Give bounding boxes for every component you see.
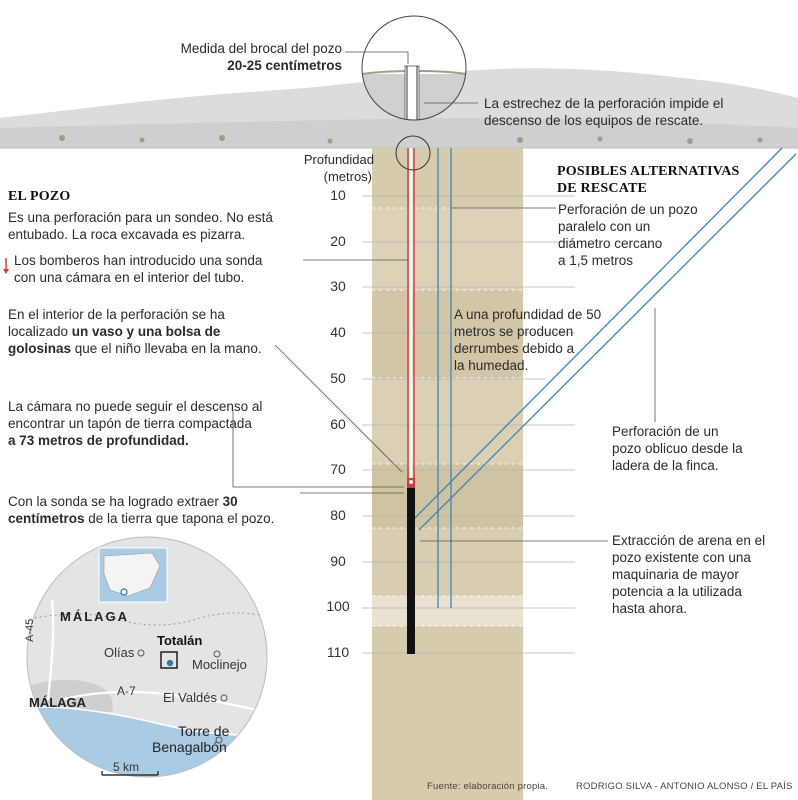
- source-credit: Fuente: elaboración propia.: [427, 781, 549, 792]
- map-province-label: MÁLAGA: [60, 609, 130, 624]
- location-map: [26, 536, 268, 778]
- map-city-label: MÁLAGA: [29, 695, 87, 710]
- soil-column: [372, 148, 523, 800]
- objects-found-note: En el interior de la perforación se ha l…: [8, 307, 262, 356]
- wellhead-marker: [395, 135, 431, 171]
- map-moclinejo-label: Moclinejo: [192, 657, 247, 672]
- shrubs: [59, 135, 763, 144]
- depth-tick-10: 10: [330, 187, 346, 203]
- leader-lines: [232, 51, 656, 542]
- depth-tick-70: 70: [330, 461, 346, 477]
- parallel-well-note: Perforación de un pozo paralelo con un d…: [558, 202, 698, 268]
- depth-tick-90: 90: [330, 553, 346, 569]
- el-pozo-heading: EL POZO: [8, 189, 71, 204]
- map-scale-label: 5 km: [113, 760, 140, 774]
- depth-gridlines: [362, 195, 575, 654]
- borehole: [407, 148, 415, 654]
- totalan-frame: [160, 651, 178, 669]
- collapse-note: A una profundidad de 50 metros se produc…: [454, 307, 602, 373]
- earth-extracted-note: Con la sonda se ha logrado extraer 30 ce…: [8, 494, 275, 526]
- oblique-well: [412, 147, 797, 531]
- depth-axis-title: Profundidad (metros): [303, 152, 374, 184]
- map-elvaldes-label: El Valdés: [163, 690, 217, 705]
- oblique-well-note: Perforación de un pozo oblicuo desde la …: [612, 424, 743, 473]
- earth-plug: [407, 488, 415, 654]
- parallel-well: [437, 148, 452, 608]
- map-road-a7: A-7: [117, 684, 136, 698]
- depth-tick-40: 40: [330, 324, 346, 340]
- depth-tick-30: 30: [330, 278, 346, 294]
- alternatives-heading: POSIBLES ALTERNATIVAS DE RESCATE: [557, 164, 740, 196]
- brocal-label: Medida del brocal del pozo 20-25 centíme…: [180, 41, 342, 73]
- well-location-dot: [166, 659, 174, 667]
- sand-extraction-note: Extracción de arena en el pozo existente…: [612, 533, 766, 616]
- author-credits: RODRIGO SILVA - ANTONIO ALONSO / EL PAÍS: [576, 781, 793, 792]
- map-olias-label: Olías: [104, 645, 135, 660]
- depth-tick-20: 20: [330, 233, 346, 249]
- map-totalan-label: Totalán: [157, 633, 203, 648]
- camera-blocked-note: La cámara no puede seguir el descenso al…: [8, 399, 263, 448]
- depth-tick-50: 50: [330, 370, 346, 386]
- probe-note: Los bomberos han introducido una sonda c…: [14, 253, 263, 285]
- map-road-a45: A-45: [24, 618, 36, 642]
- pozo-description: Es una perforación para un sondeo. No es…: [8, 210, 273, 242]
- depth-tick-100: 100: [326, 598, 350, 614]
- map-torre-label: Torre de Benagalbón: [152, 723, 230, 755]
- depth-tick-80: 80: [330, 507, 346, 523]
- depth-tick-60: 60: [330, 416, 346, 432]
- narrowness-note: La estrechez de la perforación impide el…: [484, 96, 724, 128]
- depth-tick-110: 110: [326, 644, 350, 660]
